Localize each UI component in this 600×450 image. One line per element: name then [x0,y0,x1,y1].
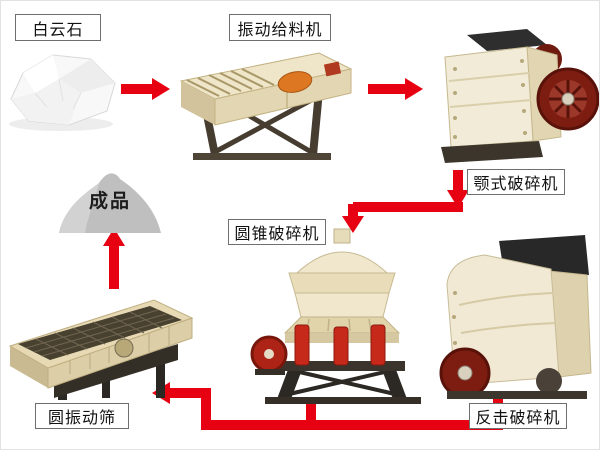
arrowhead [103,228,125,246]
dolomite-rock-image [9,54,116,131]
label-jaw-crusher-text: 颚式破碎机 [473,174,559,193]
vibrator-motor [277,71,313,93]
arrowhead [152,78,170,100]
crusher-dome [295,251,389,274]
vibrating-screen-image [8,299,194,400]
label-material: 白云石 [15,14,101,41]
arrowhead [342,216,364,233]
label-jaw-crusher: 颚式破碎机 [467,169,565,195]
label-material-text: 白云石 [32,19,84,39]
label-cone-crusher-text: 圆锥破碎机 [234,224,320,243]
exciter [114,338,134,358]
hydraulic-cylinders [294,324,386,366]
label-vibrating-screen: 圆振动筛 [35,403,129,429]
label-feeder-text: 振动给料机 [237,19,323,39]
support-frame [277,367,407,399]
vibrating-feeder-image [179,52,353,160]
arrowhead [447,190,469,208]
label-product: 成品 [88,190,131,212]
product-pile-image [59,173,161,233]
grizzly-bars [186,68,275,97]
label-feeder: 振动给料机 [229,14,331,41]
label-cone-crusher: 圆锥破碎机 [228,219,326,245]
feed-opening [467,29,547,51]
label-vibrating-screen-text: 圆振动筛 [47,408,116,427]
jaw-crusher-image [441,29,599,163]
arrowhead [405,78,423,100]
cone-crusher-image [250,228,421,404]
label-impact-crusher: 反击破碎机 [469,403,567,429]
impact-crusher-image [439,235,592,399]
label-impact-crusher-text: 反击破碎机 [475,408,561,427]
